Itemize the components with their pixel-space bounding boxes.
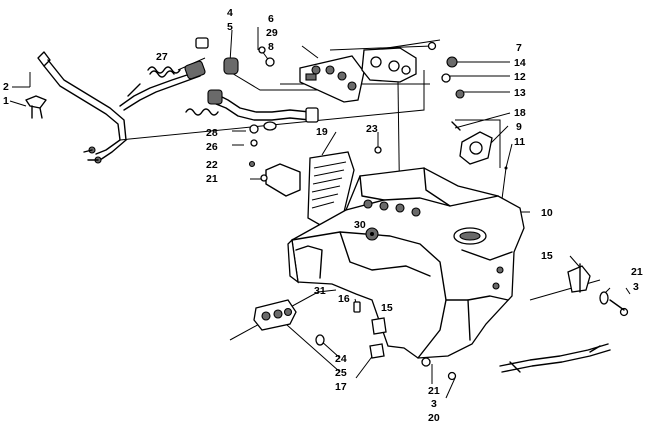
- callout-23: 23: [366, 123, 378, 135]
- callout-17: 17: [335, 381, 347, 393]
- side-bracket: [248, 146, 382, 197]
- callout-labels: 1 2 4 5 27 6 29 8 7 14 12 13 18 9 11 28 …: [3, 7, 643, 424]
- callout-3: 3: [431, 398, 437, 410]
- callout-11: 11: [514, 136, 525, 148]
- callout-19: 19: [316, 126, 328, 138]
- small-hardware-top: [258, 41, 465, 99]
- callout-21: 21: [631, 266, 643, 278]
- callout-2: 2: [3, 81, 9, 93]
- callout-12: 12: [514, 71, 526, 83]
- spring-coil: [147, 66, 181, 78]
- leader-lines: [9, 27, 631, 399]
- callout-31: 31: [314, 285, 326, 297]
- gauge-bracket: [451, 121, 508, 170]
- cable-strap: [499, 343, 611, 373]
- callout-9: 9: [516, 121, 522, 133]
- callout-28: 28: [206, 127, 218, 139]
- callout-25: 25: [335, 367, 347, 379]
- callout-26: 26: [206, 141, 218, 153]
- callout-10: 10: [541, 207, 553, 219]
- throttle-lever: [25, 95, 47, 119]
- callout-13: 13: [514, 87, 526, 99]
- reflector-strip: [253, 299, 325, 346]
- front-bracket-lip: [287, 238, 323, 284]
- callout-30: 30: [354, 219, 366, 231]
- louvered-vent: [307, 151, 355, 227]
- callout-21: 21: [206, 173, 218, 185]
- dash-panel-plate: [299, 55, 365, 103]
- callout-29: 29: [266, 27, 278, 39]
- mounting-plate: [361, 47, 417, 83]
- callout-21: 21: [428, 385, 440, 397]
- callout-16: 16: [338, 293, 350, 305]
- switch-body: [195, 37, 239, 75]
- callout-18: 18: [514, 107, 526, 119]
- small-clips-lower: [353, 301, 457, 381]
- callout-7: 7: [516, 42, 522, 54]
- callout-15: 15: [381, 302, 393, 314]
- choke-cable: [119, 60, 206, 111]
- callout-1: 1: [3, 95, 9, 107]
- callout-3: 3: [633, 281, 639, 293]
- callout-14: 14: [514, 57, 526, 69]
- callout-24: 24: [335, 353, 347, 365]
- callout-22: 22: [206, 159, 218, 171]
- callout-4: 4: [227, 7, 233, 19]
- throttle-cable-assembly: [37, 51, 127, 164]
- callout-27: 27: [156, 51, 168, 63]
- callout-5: 5: [227, 21, 233, 33]
- clip-right: [567, 263, 629, 317]
- callout-15: 15: [541, 250, 553, 262]
- wire-harness: [185, 89, 319, 147]
- callout-6: 6: [268, 13, 274, 25]
- callout-8: 8: [268, 41, 274, 53]
- console-housing: [291, 167, 525, 359]
- knob-30: [365, 227, 379, 241]
- callout-20: 20: [428, 412, 440, 424]
